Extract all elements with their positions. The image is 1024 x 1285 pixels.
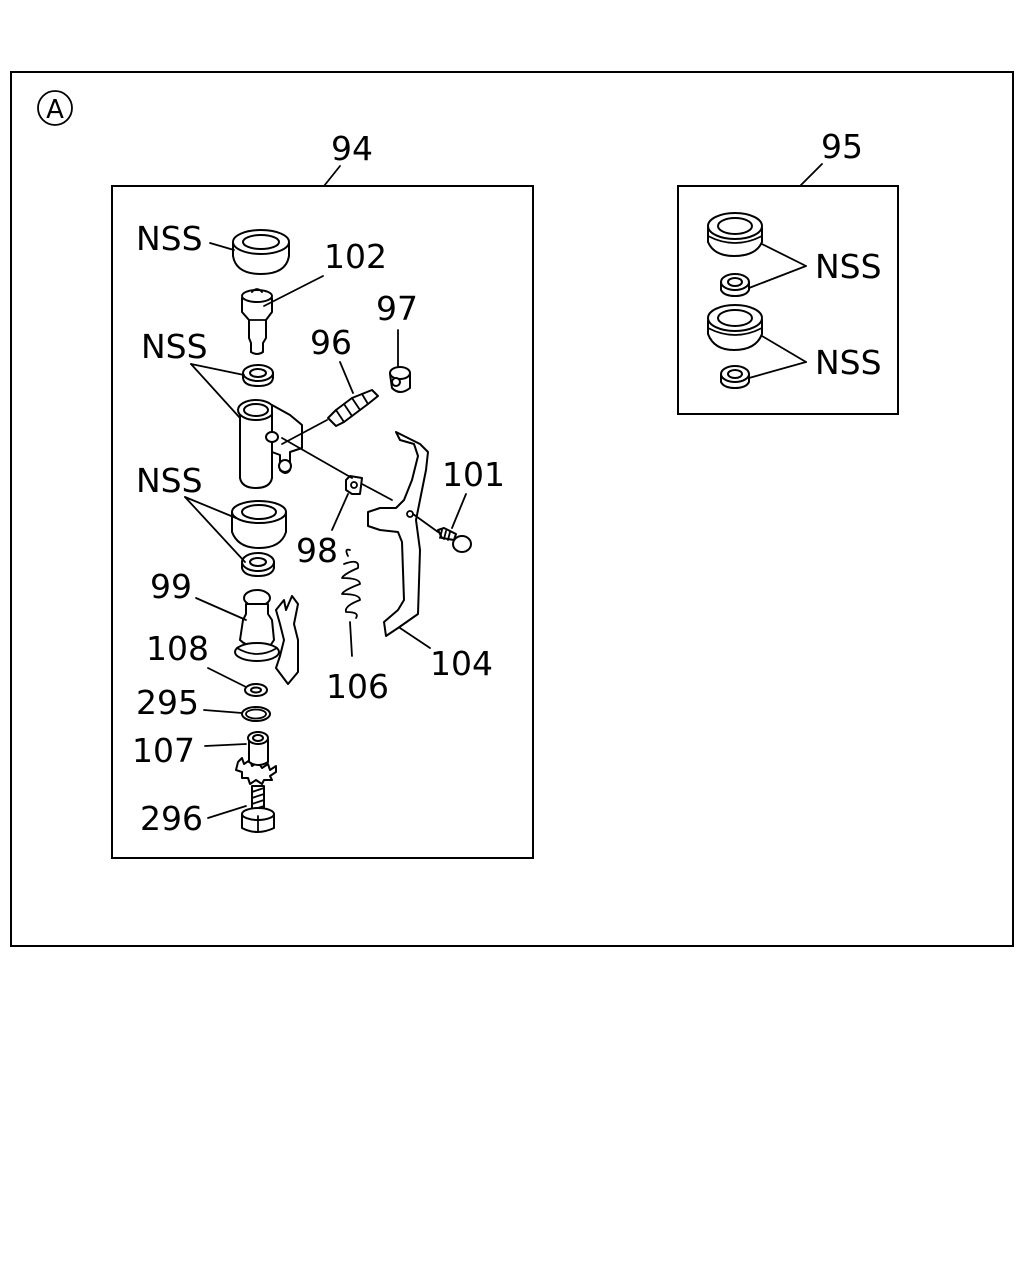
group-95-box [677,185,899,415]
callout-104: 104 [430,644,493,683]
leader-96-to-body [281,419,328,445]
part-95-cup-lower [707,304,763,351]
part-nss-top-cap [232,229,290,275]
leader-99 [195,597,247,621]
part-102 [241,288,273,355]
leader-nss-lower-a [184,496,237,519]
callout-nss-95b: NSS [815,343,882,382]
part-108 [244,683,268,697]
leader-104-to-101 [412,513,439,533]
leader-295 [203,709,243,714]
callout-nss-95a: NSS [815,247,882,286]
leader-98-to-104 [361,483,393,501]
callout-102: 102 [324,237,387,276]
leader-102 [263,275,324,307]
callout-nss-mid: NSS [141,327,208,366]
part-99 [234,589,299,685]
part-295 [241,706,271,722]
callout-97: 97 [376,289,418,328]
part-97 [389,366,411,393]
leader-nss-top [209,242,235,251]
leader-nss-95b-b [748,361,807,379]
leader-nss-95a-a [761,243,807,267]
leader-nss-95b-a [761,335,807,363]
leader-101 [451,493,467,529]
leader-107 [204,743,247,747]
part-107 [235,731,277,785]
leader-nss-mid-b [190,363,241,419]
part-104 [367,431,429,637]
leader-nss-95a-b [748,265,807,289]
leader-106 [349,621,353,657]
outer-frame [10,71,1014,947]
callout-94: 94 [331,129,373,168]
leader-nss-mid-a [190,363,245,376]
part-96 [327,389,379,427]
callout-98: 98 [296,531,338,570]
callout-101: 101 [442,455,505,494]
leader-95 [799,163,823,187]
group-94-box [111,185,534,859]
part-101 [437,527,472,553]
part-296 [241,785,275,833]
callout-95: 95 [821,127,863,166]
section-marker: A [37,90,73,126]
part-nss-lower-cup [231,500,287,549]
leader-nss-lower-b [184,496,246,563]
callout-295: 295 [136,683,199,722]
callout-96: 96 [310,323,352,362]
part-95-cup-upper [707,212,763,257]
part-95-ring-upper [720,273,750,297]
leader-body-to-98 [281,437,353,479]
leader-108 [207,667,247,688]
part-nss-lower-ring [241,552,275,577]
part-95-ring-lower [720,365,750,389]
section-marker-label: A [46,95,64,125]
callout-106: 106 [326,667,389,706]
callout-296: 296 [140,799,203,838]
leader-104 [399,627,431,649]
leader-296 [207,805,247,819]
leader-98 [331,493,349,531]
part-106 [341,548,361,619]
callout-108: 108 [146,629,209,668]
part-nss-ring-mid [242,364,274,387]
callout-99: 99 [150,567,192,606]
leader-94 [323,165,341,187]
callout-nss-top: NSS [136,219,203,258]
callout-nss-lower: NSS [136,461,203,500]
part-98 [345,475,363,495]
leader-96 [339,361,354,394]
callout-107: 107 [132,731,195,770]
part-main-body [237,399,303,489]
